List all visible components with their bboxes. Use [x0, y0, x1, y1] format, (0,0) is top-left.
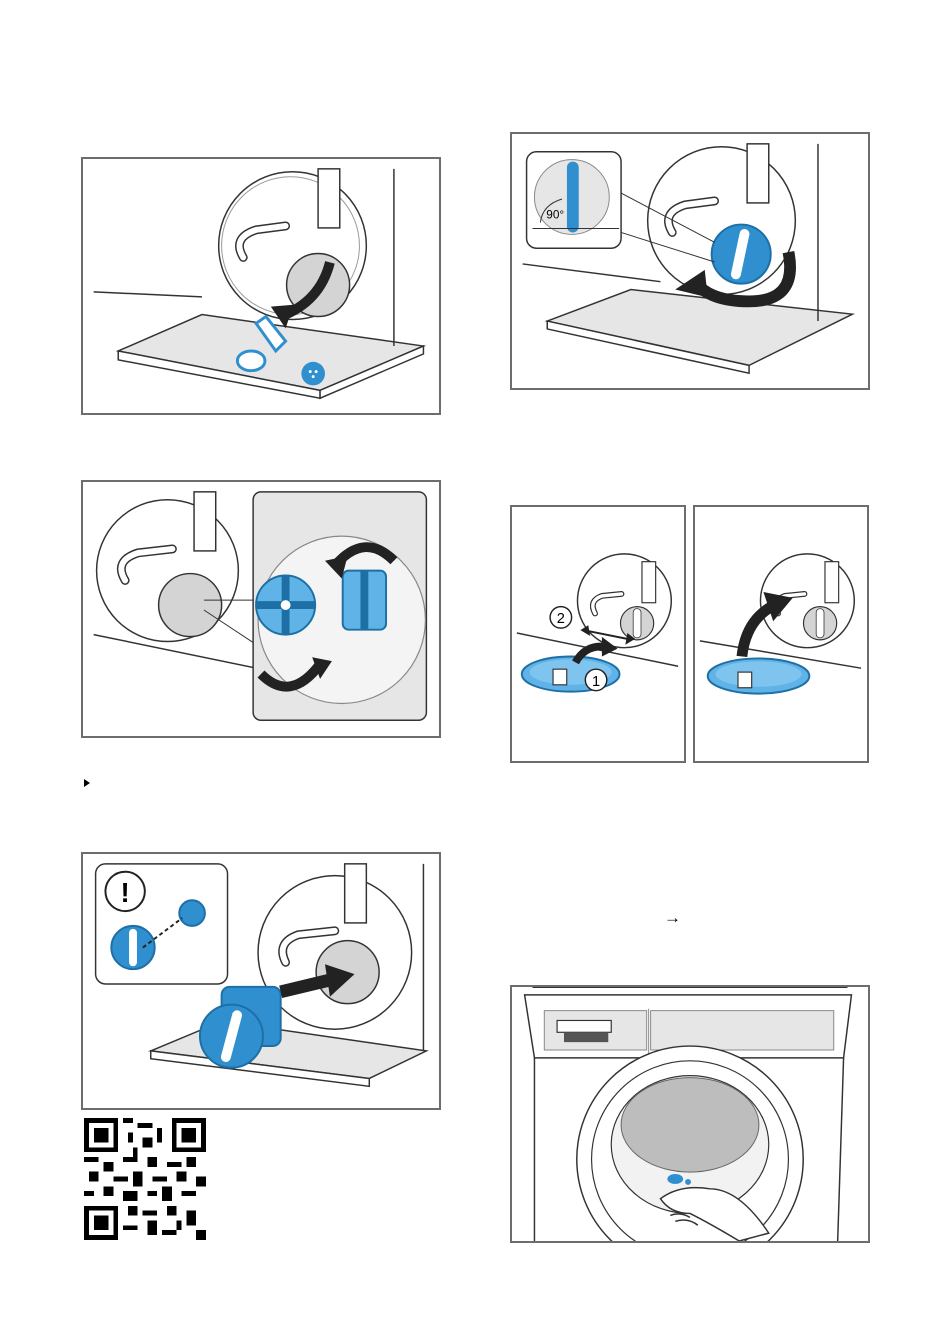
arrow-glyph: →	[664, 908, 681, 928]
illustration-pump-impeller-check	[81, 480, 441, 738]
step-number-1: 1	[592, 674, 600, 690]
illustration-door-seal-clean	[510, 985, 870, 1243]
list-bullet	[84, 779, 90, 787]
angle-label: 90°	[546, 208, 564, 222]
filter-cap-insert-graphic: !	[83, 854, 439, 1108]
qr-code	[84, 1118, 206, 1240]
warning-mark: !	[121, 877, 130, 908]
impeller-check-graphic	[83, 482, 439, 736]
warning-icon: !	[105, 872, 144, 911]
illustration-filter-cap-removal	[81, 157, 441, 415]
filter-cap-rotate-graphic: 90°	[512, 134, 868, 388]
illustration-service-flap-close-step1: 2 1	[510, 505, 686, 763]
washer-front-graphic	[512, 987, 868, 1241]
illustration-filter-cap-rotate: 90°	[510, 132, 870, 390]
filter-cap-removal-graphic	[83, 159, 439, 413]
step-number-2: 2	[557, 611, 565, 627]
up-arrow-icon	[742, 606, 773, 657]
illustration-service-flap-close-step2	[693, 505, 869, 763]
flap-step1-graphic: 2 1	[512, 507, 684, 761]
flap-step2-graphic	[695, 507, 867, 761]
impeller	[256, 576, 315, 635]
illustration-filter-cap-insert: !	[81, 852, 441, 1110]
